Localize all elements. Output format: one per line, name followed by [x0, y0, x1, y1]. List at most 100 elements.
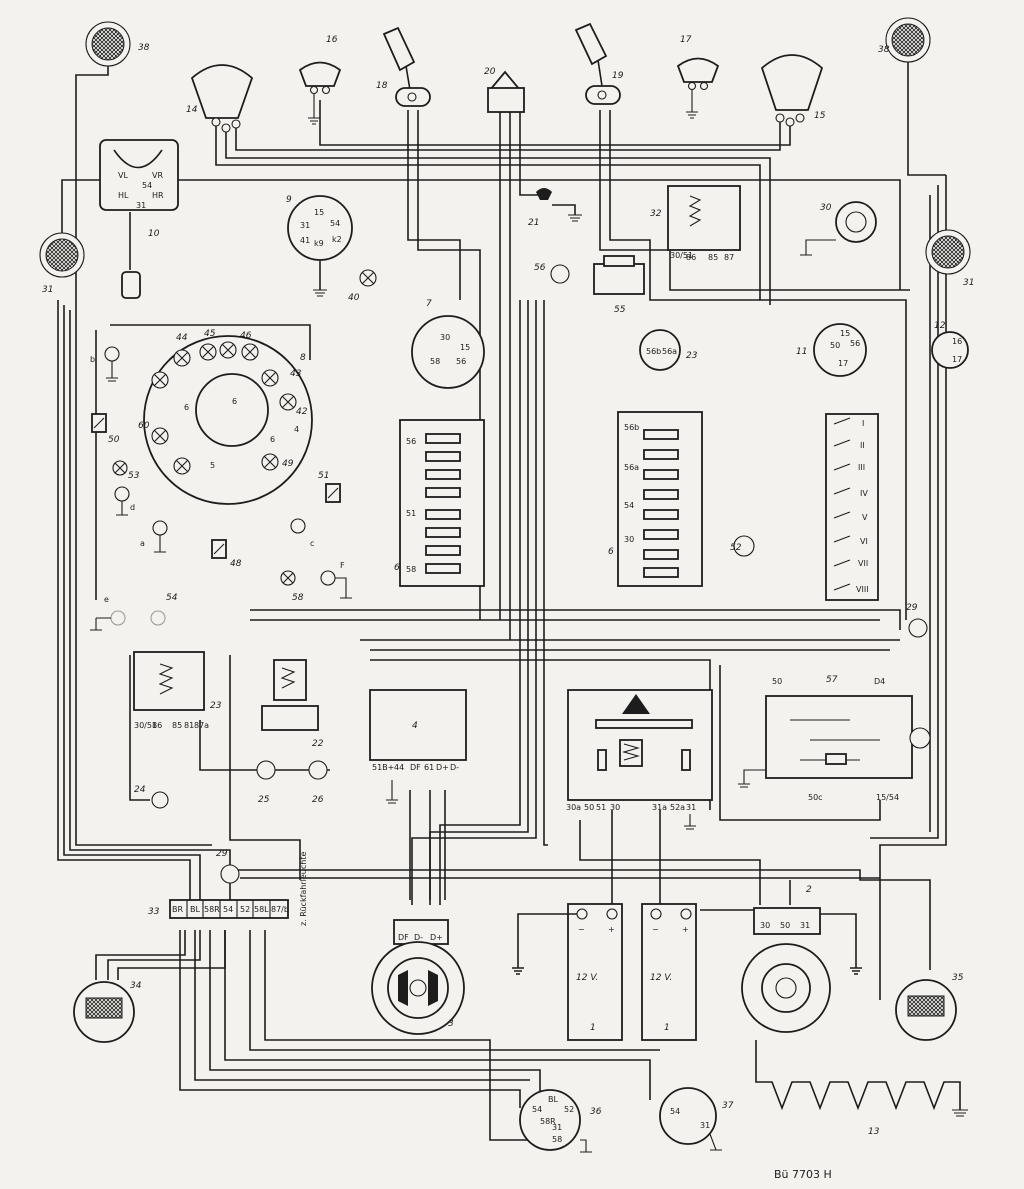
bat-left-minus: − [578, 925, 585, 934]
label-c52: 52 [730, 543, 742, 553]
indicator-18: 18 [376, 26, 431, 107]
label-c32: 32 [650, 209, 662, 219]
lamp-26: 26 [308, 760, 328, 805]
ts-bl: BL [190, 905, 200, 914]
ts-54: 54 [223, 905, 233, 914]
term-54: 54 [142, 181, 152, 190]
label-c45: 45 [204, 329, 216, 339]
label-c22: 22 [312, 739, 324, 749]
term-85: 85 [708, 253, 718, 262]
gauge-letter-c: c [310, 539, 314, 548]
headlamp-14: 14 [186, 64, 254, 133]
starter-2: 30 50 31 2 [741, 885, 862, 1033]
terminal-strip-33: BR BL 58R 54 52 58L 87/b 33 [148, 899, 289, 919]
p36-52: 52 [564, 1105, 574, 1114]
dimmer-switch-10: VL VR 54 HL HR 31 10 [99, 139, 179, 299]
lamp-29-bottom: 29 [216, 849, 240, 884]
battery-left: − + 12 V. 1 [512, 903, 623, 1041]
term-reg-44: 44 [394, 763, 404, 772]
roman-I: I [862, 419, 864, 428]
ignition-switch-7: 30 15 58 56 7 [411, 299, 485, 389]
label-c10: 10 [148, 229, 160, 239]
socket-12: 16 17 12 [931, 321, 969, 369]
label-c14: 14 [186, 105, 198, 115]
term-r23-86: 86 [152, 721, 162, 730]
p36-58r: 58R [540, 1117, 556, 1126]
term-st-31: 31 [800, 921, 810, 930]
term-reg-dminus: D- [450, 763, 459, 772]
label-c48: 48 [230, 559, 242, 569]
term-30: 30 [440, 333, 450, 342]
label-c25: 25 [258, 795, 270, 805]
term-reg-dplus: D+ [436, 763, 449, 772]
label-c1a: 1 [590, 1023, 596, 1033]
horn-38-right: 38 [878, 17, 946, 176]
label-c2: 2 [806, 885, 812, 895]
label-c29: 29 [906, 603, 918, 613]
term-15: 15 [314, 208, 324, 217]
bat-left-plus: + [608, 925, 615, 934]
term-s12-16: 16 [952, 337, 962, 346]
label-c13: 13 [868, 1127, 880, 1137]
label-c50: 50 [108, 435, 120, 445]
p36-58: 58 [552, 1135, 562, 1144]
inst-label-1: 6 [232, 397, 237, 406]
socket-23-top: 56b 56a 23 [639, 329, 698, 371]
term-k2: k2 [332, 235, 342, 244]
bat-right-minus: − [652, 925, 659, 934]
term-rb-30a: 30a [566, 803, 581, 812]
label-c15: 15 [814, 111, 826, 121]
term-rb-50: 50 [584, 803, 594, 812]
sensor-50: 50 [91, 413, 120, 445]
sensor-51: 51 [318, 471, 341, 503]
label-c6a: 6 [394, 563, 400, 573]
gauge-letter-e: e [104, 595, 109, 604]
term-k9: k9 [314, 239, 324, 248]
term-reg-61: 61 [424, 763, 434, 772]
term-r23-30: 30/51 [134, 721, 157, 730]
gauge-c: c [290, 518, 314, 548]
label-c29b: 29 [216, 849, 228, 859]
inst-label-4: 6 [270, 435, 275, 444]
battery-right: − + 12 V. 1 [641, 903, 697, 1041]
term-rb-31: 31 [686, 803, 696, 812]
term-87: 87 [724, 253, 734, 262]
gauge-letter-a: a [140, 539, 145, 548]
lamp-53: 53 [112, 460, 140, 481]
term-31: 31 [136, 201, 146, 210]
label-c31b: 31 [963, 278, 974, 288]
switch-21: 21 [519, 112, 582, 228]
socket-11: 15 50 56 17 11 [796, 323, 867, 377]
term-r23-81: 81 [184, 721, 194, 730]
label-c31a: 31 [42, 285, 53, 295]
gauge-letter-f: F [340, 561, 345, 570]
label-c51: 51 [318, 471, 329, 481]
term-41: 41 [300, 236, 310, 245]
roman-VII: VII [858, 559, 868, 568]
headlamp-15: 15 [760, 54, 826, 127]
term-s11-56: 56 [850, 339, 860, 348]
term-56: 56 [456, 357, 466, 366]
glow-plugs-13: 13 [755, 1040, 968, 1137]
term-31s: 31 [300, 221, 310, 230]
term-VL: VL [118, 171, 128, 180]
label-c46: 46 [240, 331, 252, 341]
switch-29-right: 29 [906, 603, 928, 638]
label-c35: 35 [952, 973, 964, 983]
horn-31-right: 31 [925, 229, 974, 288]
ts-87b: 87/b [271, 905, 289, 914]
label-c24: 24 [134, 785, 146, 795]
switch-f: F [320, 561, 352, 599]
term-rb-30: 30 [610, 803, 620, 812]
label-c56: 56 [534, 263, 546, 273]
fuse-box-6-right: 56b 56a 54 30 6 [608, 411, 703, 587]
horn-31-left: 31 [39, 179, 100, 295]
term-HR: HR [152, 191, 164, 200]
label-c30: 30 [820, 203, 832, 213]
term-reg-df: DF [410, 763, 421, 772]
term-rb-31a: 31a [652, 803, 667, 812]
term-r23-85: 85 [172, 721, 182, 730]
term-fb-30: 30 [624, 535, 634, 544]
gauge-letter-b: b [90, 355, 95, 364]
